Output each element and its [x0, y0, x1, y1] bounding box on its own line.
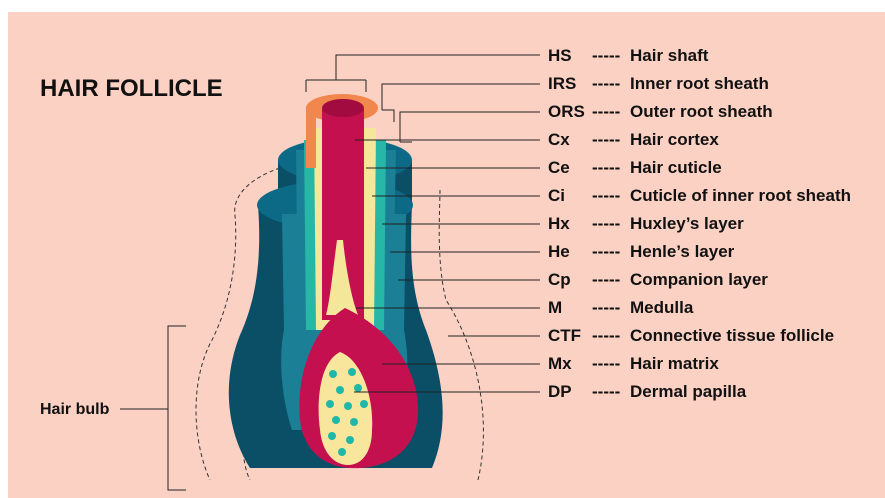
legend-name-hx: Huxley’s layer — [630, 214, 744, 233]
hair-shaft-side — [306, 108, 316, 168]
legend-separator-hs: ----- — [592, 46, 620, 65]
legend-abbr-ors: ORS — [548, 102, 585, 121]
legend-abbr-mx: Mx — [548, 354, 572, 373]
legend-name-dp: Dermal papilla — [630, 382, 747, 401]
legend-separator-ci: ----- — [592, 186, 620, 205]
legend-separator-m: ----- — [592, 298, 620, 317]
legend-name-hs: Hair shaft — [630, 46, 709, 65]
legend-name-cx: Hair cortex — [630, 130, 719, 149]
legend-separator-irs: ----- — [592, 74, 620, 93]
legend-abbr-cp: Cp — [548, 270, 571, 289]
legend-name-he: Henle’s layer — [630, 242, 735, 261]
legend-abbr-he: He — [548, 242, 570, 261]
legend-separator-ors: ----- — [592, 102, 620, 121]
legend-separator-mx: ----- — [592, 354, 620, 373]
legend-separator-he: ----- — [592, 242, 620, 261]
diagram-title: HAIR FOLLICLE — [40, 75, 223, 102]
legend-name-ctf: Connective tissue follicle — [630, 326, 834, 345]
legend-abbr-hs: HS — [548, 46, 572, 65]
legend-name-ce: Hair cuticle — [630, 158, 722, 177]
hair-bulb-label: Hair bulb — [40, 401, 110, 418]
hair-cortex-top — [322, 99, 364, 117]
legend-separator-dp: ----- — [592, 382, 620, 401]
legend-name-mx: Hair matrix — [630, 354, 719, 373]
legend-abbr-irs: IRS — [548, 74, 576, 93]
legend-abbr-cx: Cx — [548, 130, 570, 149]
legend-separator-cp: ----- — [592, 270, 620, 289]
legend-separator-ctf: ----- — [592, 326, 620, 345]
legend-separator-cx: ----- — [592, 130, 620, 149]
legend-abbr-hx: Hx — [548, 214, 570, 233]
legend-name-cp: Companion layer — [630, 270, 768, 289]
legend-name-ors: Outer root sheath — [630, 102, 773, 121]
legend-abbr-dp: DP — [548, 382, 572, 401]
legend-abbr-ci: Ci — [548, 186, 565, 205]
legend-abbr-ctf: CTF — [548, 326, 581, 345]
legend-name-irs: Inner root sheath — [630, 74, 769, 93]
legend-name-ci: Cuticle of inner root sheath — [630, 186, 851, 205]
legend-separator-ce: ----- — [592, 158, 620, 177]
legend-name-m: Medulla — [630, 298, 694, 317]
legend-abbr-m: M — [548, 298, 562, 317]
legend-separator-hx: ----- — [592, 214, 620, 233]
legend-abbr-ce: Ce — [548, 158, 570, 177]
